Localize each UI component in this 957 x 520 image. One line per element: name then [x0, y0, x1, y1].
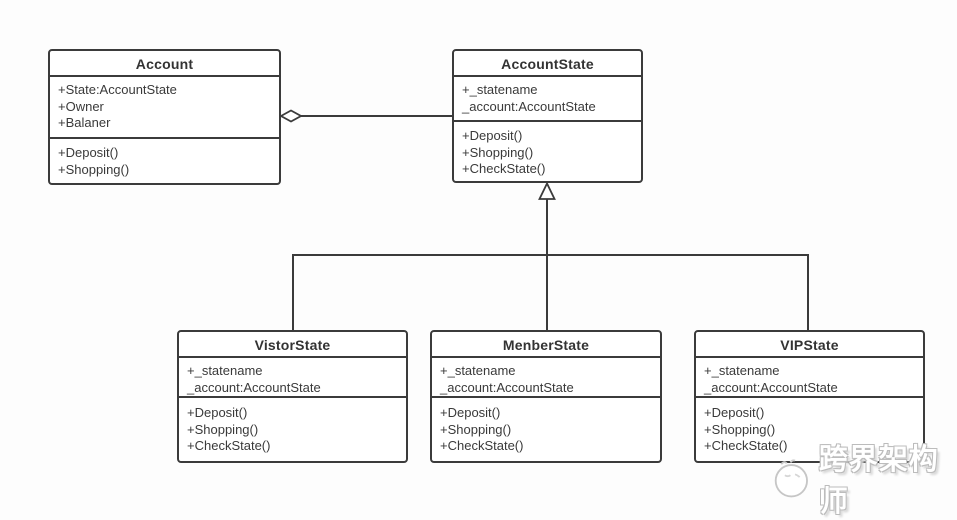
class-attributes-section: +_statename _account:AccountState	[432, 358, 660, 398]
class-box-accountstate: AccountState +_statename _account:Accoun…	[452, 49, 643, 183]
inheritance-arrow-icon	[538, 181, 556, 200]
class-methods-section: +Deposit() +Shopping()	[50, 139, 279, 183]
attribute: _account:AccountState	[440, 379, 574, 395]
class-box-account: Account +State:AccountState +Owner +Bala…	[48, 49, 281, 185]
class-attributes-section: +_statename _account:AccountState	[179, 358, 406, 398]
method: +CheckState()	[440, 438, 524, 453]
aggregation-diamond-icon	[279, 109, 303, 123]
class-box-vistorstate: VistorState +_statename _account:Account…	[177, 330, 408, 463]
method: +Shopping()	[440, 421, 512, 437]
attribute: +Owner	[58, 98, 104, 114]
class-methods-section: +Deposit() +Shopping() +CheckState()	[454, 122, 641, 181]
method: +CheckState()	[704, 438, 788, 453]
class-methods-section: +Deposit() +Shopping() +CheckState()	[179, 398, 406, 461]
class-box-vipstate: VIPState +_statename _account:AccountSta…	[694, 330, 925, 463]
method: +Shopping()	[58, 161, 130, 177]
attribute: _account:AccountState	[462, 98, 596, 114]
uml-diagram-canvas: Account +State:AccountState +Owner +Bala…	[48, 49, 938, 518]
class-attributes-section: +_statename _account:AccountState	[454, 77, 641, 122]
class-methods-section: +Deposit() +Shopping() +CheckState()	[696, 398, 923, 461]
method: +Deposit()	[187, 405, 248, 420]
attribute: +_statename	[462, 82, 538, 97]
attribute: _account:AccountState	[187, 379, 321, 395]
attribute: +Balaner	[58, 115, 111, 130]
method: +Deposit()	[704, 405, 765, 420]
method: +Shopping()	[462, 144, 534, 160]
class-title: VIPState	[696, 332, 923, 358]
attribute: +_statename	[440, 363, 516, 378]
attribute: +State:AccountState	[58, 82, 177, 97]
method: +CheckState()	[462, 161, 546, 176]
class-attributes-section: +_statename _account:AccountState	[696, 358, 923, 398]
attribute: +_statename	[187, 363, 263, 378]
connectors-layer	[279, 109, 809, 331]
watermark-text: 跨界架构师	[818, 444, 939, 518]
class-title: Account	[50, 51, 279, 77]
class-title: MenberState	[432, 332, 660, 358]
method: +Shopping()	[187, 421, 259, 437]
attribute: _account:AccountState	[704, 379, 838, 395]
method: +CheckState()	[187, 438, 271, 453]
circle-badge-icon	[774, 459, 808, 498]
class-box-menberstate: MenberState +_statename _account:Account…	[430, 330, 662, 463]
watermark: 跨界架构师	[772, 436, 957, 520]
class-attributes-section: +State:AccountState +Owner +Balaner	[50, 77, 279, 139]
class-title: VistorState	[179, 332, 406, 358]
method: +Deposit()	[440, 405, 501, 420]
attribute: +_statename	[704, 363, 780, 378]
class-methods-section: +Deposit() +Shopping() +CheckState()	[432, 398, 660, 461]
method: +Deposit()	[58, 145, 119, 160]
method: +Deposit()	[462, 128, 523, 143]
class-title: AccountState	[454, 51, 641, 77]
method: +Shopping()	[704, 421, 776, 437]
